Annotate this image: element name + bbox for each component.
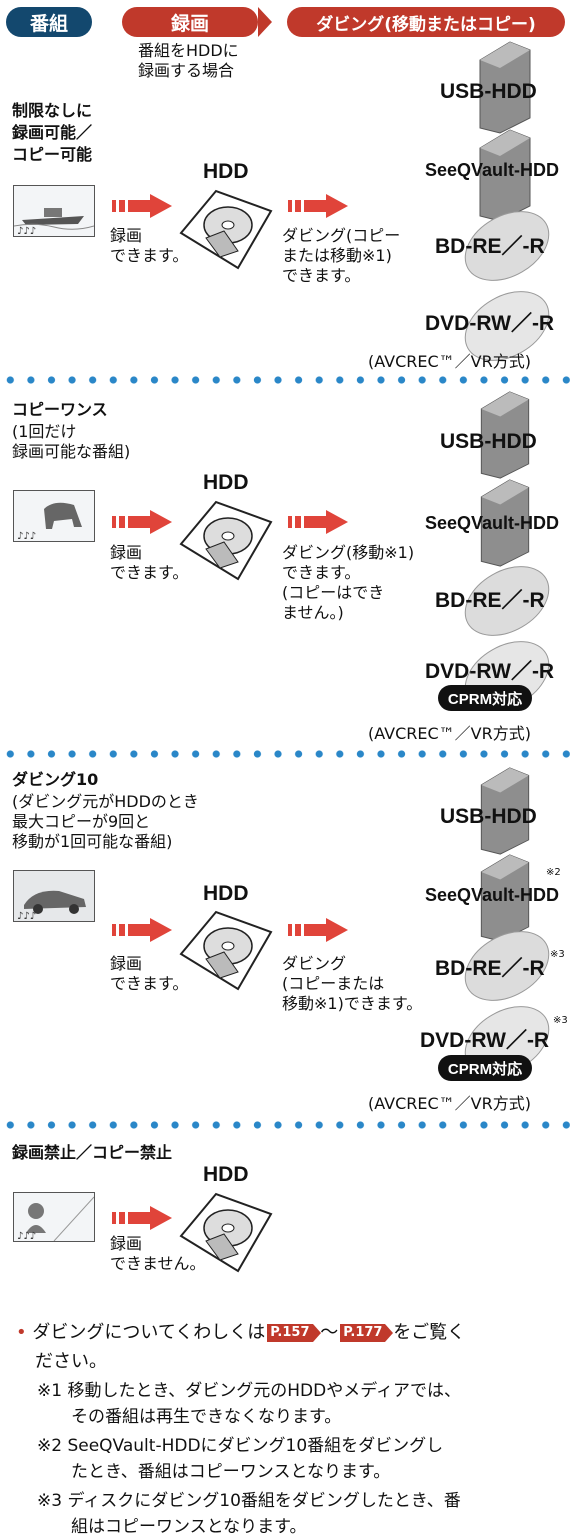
svg-text:♪♪♪: ♪♪♪	[17, 911, 36, 921]
page-ref-157[interactable]: P.157	[267, 1324, 321, 1342]
tab-program: 番組	[6, 7, 92, 37]
mark-note3-bd: ※3	[550, 949, 565, 960]
cprm-badge-2: CPRM対応	[438, 1055, 532, 1081]
dotted-divider-2	[0, 750, 570, 758]
tab-dubbing: ダビング(移動またはコピー)	[287, 7, 565, 37]
arrow-dub-3	[288, 918, 348, 942]
bd-disc	[464, 931, 550, 1001]
section1-dub-text: ダビング(コピー または移動※1) できます。	[282, 226, 401, 285]
hdd-label-1: HDD	[203, 160, 249, 183]
thumb-elephant: ♪♪♪	[13, 490, 95, 542]
arrow-record-2	[112, 510, 172, 534]
range-tilde: 〜	[320, 1322, 339, 1343]
usb-hdd-label-1: USB-HDD	[440, 80, 537, 103]
record-hdd-note: 番組をHDDに 録画する場合	[138, 41, 239, 80]
section2-record-text: 録画 できます。	[110, 543, 189, 582]
dvd-label-1: DVD-RW／-R	[425, 312, 555, 335]
format-note-1: (AVCREC™／VR方式)	[368, 352, 531, 371]
arrow-record-3	[112, 918, 172, 942]
dvd-disc	[464, 291, 550, 361]
svg-text:♪♪♪: ♪♪♪	[17, 1231, 36, 1241]
hdd-label-4: HDD	[203, 1163, 249, 1186]
footnote-3: ※3 ディスクにダビング10番組をダビングしたとき、番 組はコピーワンスとなりま…	[37, 1491, 461, 1537]
thumb-car: ♪♪♪	[13, 870, 95, 922]
bd-label-3: BD-RE／-R	[435, 957, 545, 980]
thumb-ship: ♪♪♪	[13, 185, 95, 237]
bd-label-1: BD-RE／-R	[435, 235, 545, 258]
arrow-record-1	[112, 194, 172, 218]
dotted-divider-1	[0, 376, 570, 384]
seeqvault-hdd-device	[480, 854, 530, 942]
usb-hdd-device	[480, 767, 530, 855]
hdd-label-2: HDD	[203, 471, 249, 494]
bd-label-2: BD-RE／-R	[435, 589, 545, 612]
section3-record-text: 録画 できます。	[110, 954, 189, 993]
svg-text:♪♪♪: ♪♪♪	[17, 531, 36, 541]
seeqvault-hdd-device	[480, 479, 530, 567]
hdd-icon	[179, 189, 273, 270]
section3-subtitle: (ダビング元がHDDのとき 最大コピーが9回と 移動が1回可能な番組)	[12, 792, 199, 851]
section1-title: 制限なしに 録画可能／ コピー可能	[12, 101, 93, 164]
reference-line2: ださい。	[35, 1351, 107, 1372]
section1-record-text: 録画 できます。	[110, 226, 189, 265]
section4-record-text: 録画 できません。	[110, 1234, 206, 1273]
hdd-icon	[179, 1192, 273, 1273]
section2-subtitle: (1回だけ 録画可能な番組)	[12, 422, 131, 461]
dvd-label-2: DVD-RW／-R	[425, 660, 555, 683]
seeqvault-hdd-label-1: SeeQVault-HDD	[425, 160, 560, 180]
tab-record: 録画	[122, 7, 272, 37]
section3-title: ダビング10	[12, 770, 99, 789]
dvd-label-3: DVD-RW／-R	[420, 1029, 550, 1052]
mark-note2: ※2	[546, 867, 561, 878]
usb-hdd-device	[479, 41, 531, 134]
thumb-drama: ♪♪♪	[13, 1192, 95, 1242]
format-note-3: (AVCREC™／VR方式)	[368, 1094, 531, 1113]
arrow-record-4	[112, 1206, 172, 1230]
section2-title: コピーワンス	[12, 400, 108, 419]
bd-disc	[464, 211, 550, 281]
cprm-badge-1: CPRM対応	[438, 685, 532, 711]
reference-text: ダビングについてくわしくは	[32, 1322, 266, 1343]
seeqvault-hdd-label-2: SeeQVault-HDD	[425, 513, 560, 533]
footnote-2: ※2 SeeQVault-HDDにダビング10番組をダビングし たとき、番組はコ…	[37, 1436, 444, 1482]
bd-disc	[464, 566, 550, 636]
section2-dub-text: ダビング(移動※1) できます。 (コピーはでき ません。)	[282, 543, 415, 622]
dotted-divider-3	[0, 1121, 570, 1129]
arrow-dub-1	[288, 194, 348, 218]
arrow-dub-2	[288, 510, 348, 534]
seeqvault-hdd-label-3: SeeQVault-HDD	[425, 885, 560, 905]
footnote-1: ※1 移動したとき、ダビング元のHDDやメディアでは、 その番組は再生できなくな…	[37, 1381, 462, 1427]
section4-title: 録画禁止／コピー禁止	[12, 1143, 173, 1162]
usb-hdd-label-3: USB-HDD	[440, 805, 537, 828]
bullet-icon: •	[16, 1322, 27, 1343]
hdd-icon	[179, 910, 273, 991]
section3-dub-text: ダビング (コピーまたは 移動※1)できます。	[282, 954, 423, 1013]
reference-text-end: をご覧く	[393, 1322, 466, 1343]
svg-text:♪♪♪: ♪♪♪	[17, 226, 36, 236]
page-ref-177[interactable]: P.177	[340, 1324, 394, 1342]
hdd-icon	[179, 500, 273, 581]
mark-note3-dvd: ※3	[553, 1015, 568, 1026]
usb-hdd-device	[480, 391, 530, 479]
hdd-label-3: HDD	[203, 882, 249, 905]
format-note-2: (AVCREC™／VR方式)	[368, 724, 531, 743]
usb-hdd-label-2: USB-HDD	[440, 430, 537, 453]
seeqvault-hdd-device	[479, 129, 531, 222]
